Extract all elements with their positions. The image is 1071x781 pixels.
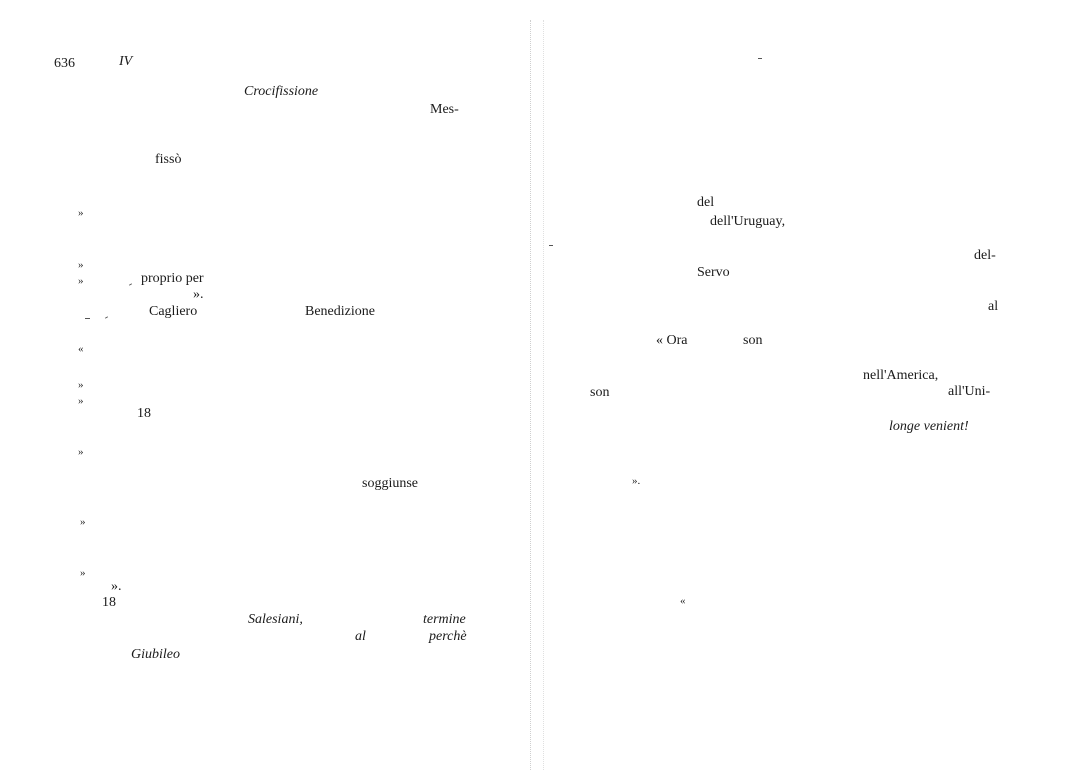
stray-mark bbox=[128, 283, 133, 286]
words-ora: « Ora bbox=[656, 333, 688, 348]
quote-mark: « bbox=[78, 343, 84, 355]
quote-period: ». bbox=[632, 475, 641, 487]
quote-mark: » bbox=[78, 379, 84, 391]
quote-mark: » bbox=[80, 567, 86, 579]
word-uruguay: dell'Uruguay, bbox=[710, 214, 786, 229]
page-number: 636 bbox=[54, 56, 75, 71]
quote-mark: « bbox=[680, 595, 686, 607]
quote-period: ». bbox=[111, 579, 122, 594]
quote-mark: » bbox=[80, 516, 86, 528]
stray-mark bbox=[85, 318, 90, 319]
quote-mark: » bbox=[78, 446, 84, 458]
quote-period: ». bbox=[193, 287, 204, 302]
word-salesiani: Salesiani, bbox=[248, 612, 303, 627]
stray-mark bbox=[104, 316, 109, 319]
word-son: son bbox=[743, 333, 763, 348]
chapter-number: IV bbox=[119, 54, 133, 69]
word-al: al bbox=[355, 629, 366, 644]
word-benedizione: Benedizione bbox=[305, 304, 375, 319]
word-crocifissione: Crocifissione bbox=[244, 84, 319, 99]
word-america: nell'America, bbox=[863, 368, 939, 383]
word-soggiunse: soggiunse bbox=[362, 476, 418, 491]
quote-mark: » bbox=[78, 395, 84, 407]
word-del: del bbox=[697, 195, 715, 210]
word-son: son bbox=[590, 385, 610, 400]
word-cagliero: Cagliero bbox=[149, 304, 198, 319]
word-del-hyphen: del- bbox=[974, 248, 996, 263]
quote-mark: » bbox=[78, 275, 84, 287]
word-perche: perchè bbox=[429, 629, 467, 644]
word-giubileo: Giubileo bbox=[131, 647, 180, 662]
quote-mark: » bbox=[78, 259, 84, 271]
words-proprio-per: proprio per bbox=[141, 271, 204, 286]
word-servo: Servo bbox=[697, 265, 730, 280]
quote-mark: » bbox=[78, 207, 84, 219]
stray-mark bbox=[758, 58, 762, 59]
book-gutter bbox=[530, 20, 544, 770]
word-fisso: fissò bbox=[155, 152, 182, 167]
stray-mark bbox=[549, 245, 553, 246]
word-termine: termine bbox=[423, 612, 466, 627]
word-all-uni: all'Uni- bbox=[948, 384, 991, 399]
number-18: 18 bbox=[102, 595, 116, 610]
number-18: 18 bbox=[137, 406, 151, 421]
word-al: al bbox=[988, 299, 999, 314]
word-mes: Mes- bbox=[430, 102, 459, 117]
words-longe-venient: longe venient! bbox=[889, 419, 969, 434]
